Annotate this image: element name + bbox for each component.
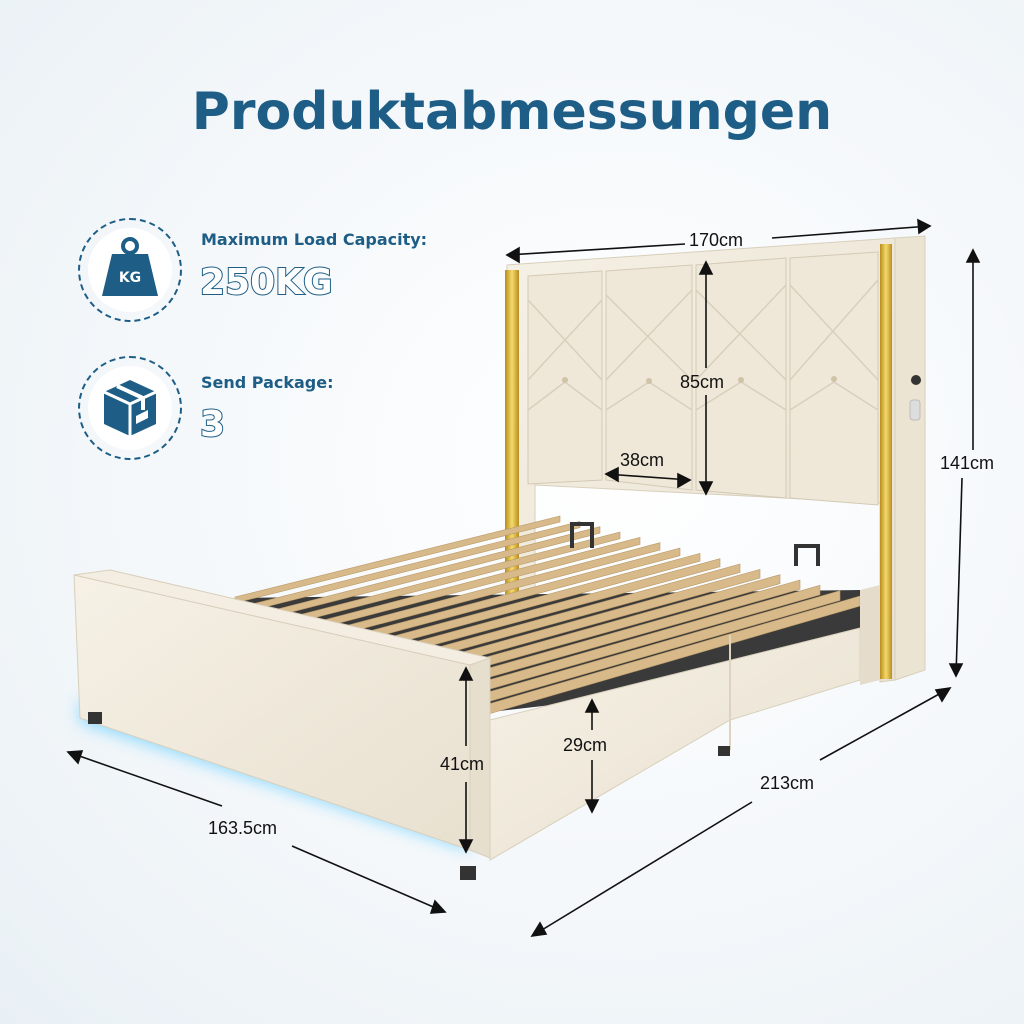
- load-capacity-label: Maximum Load Capacity:: [201, 230, 428, 249]
- usb-port-icon: [911, 375, 921, 385]
- send-package-label: Send Package:: [201, 373, 334, 392]
- package-box-icon: [88, 366, 172, 450]
- load-capacity-value: 250KG: [199, 261, 334, 304]
- dim-length: 213cm: [760, 773, 815, 793]
- dim-width: 163.5cm: [208, 818, 278, 838]
- dim-side-rail-height: 29cm: [563, 735, 608, 755]
- dim-headboard-height: 85cm: [680, 372, 725, 392]
- page-title: Produktabmessungen: [191, 82, 833, 142]
- dimension-lines: [66, 218, 981, 938]
- bed-frame: [73, 515, 880, 880]
- send-package-badge: [78, 356, 182, 460]
- dim-panel-width: 38cm: [620, 450, 665, 470]
- gold-trim-right: [880, 244, 892, 679]
- load-capacity-badge: KG: [78, 218, 182, 322]
- send-package-value: 3: [199, 403, 226, 446]
- kg-icon-label: KG: [119, 270, 141, 286]
- slats: [234, 515, 861, 716]
- dim-total-height: 141cm: [940, 453, 995, 473]
- headboard: [505, 235, 926, 706]
- weight-kg-icon: KG: [88, 228, 172, 312]
- dim-headboard-width: 170cm: [689, 230, 744, 250]
- foot-left: [88, 712, 102, 724]
- foot-front: [460, 866, 476, 880]
- dim-footboard-height: 41cm: [440, 754, 485, 774]
